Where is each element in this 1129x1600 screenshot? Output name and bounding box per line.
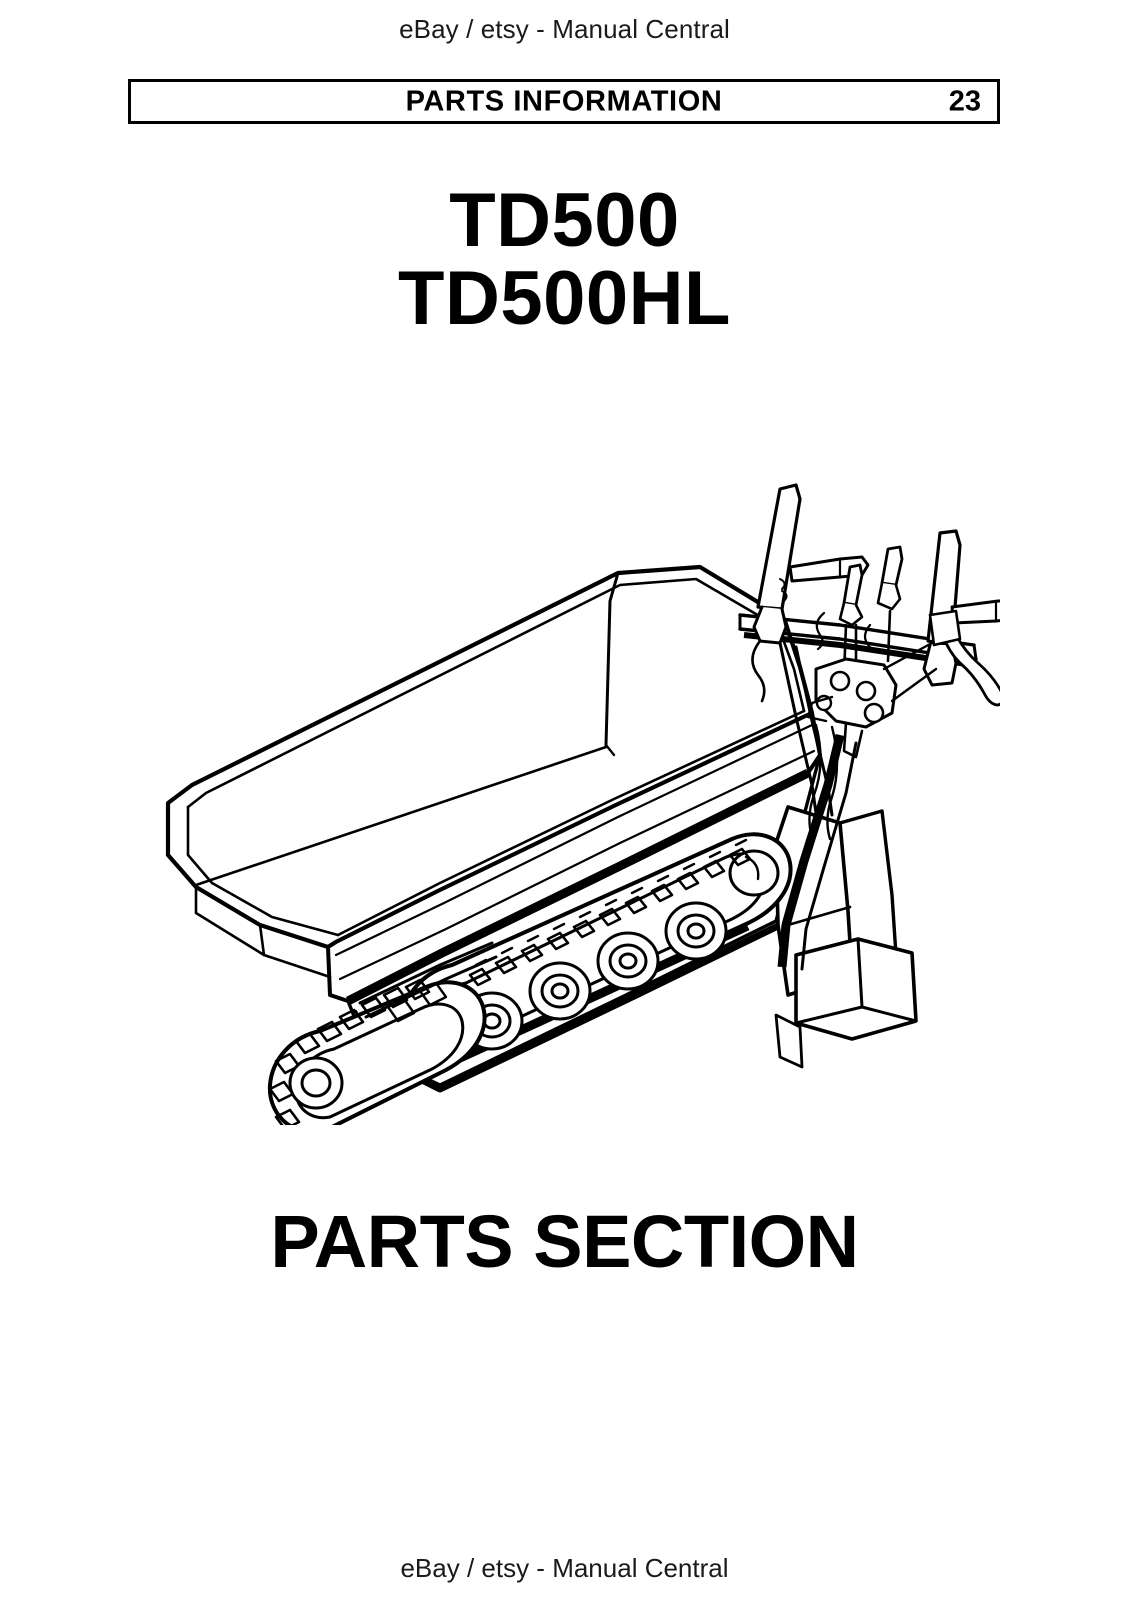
footer-watermark: eBay / etsy - Manual Central [400, 1553, 729, 1583]
model-name-secondary: TD500HL [398, 256, 731, 342]
header-watermark: eBay / etsy - Manual Central [399, 14, 730, 44]
parts-information-header-box: PARTS INFORMATION 23 [128, 79, 1000, 124]
model-designation-block: TD500 TD500HL [0, 178, 1129, 342]
page-number: 23 [948, 85, 981, 117]
model-name-primary: TD500 [449, 178, 680, 263]
machine-illustration [140, 455, 1000, 1125]
page-title: PARTS INFORMATION [405, 85, 723, 117]
header-box-inner: PARTS INFORMATION 23 [131, 82, 997, 121]
section-title: PARTS SECTION [270, 1200, 859, 1283]
tracked-dumper-icon [165, 483, 1000, 1125]
